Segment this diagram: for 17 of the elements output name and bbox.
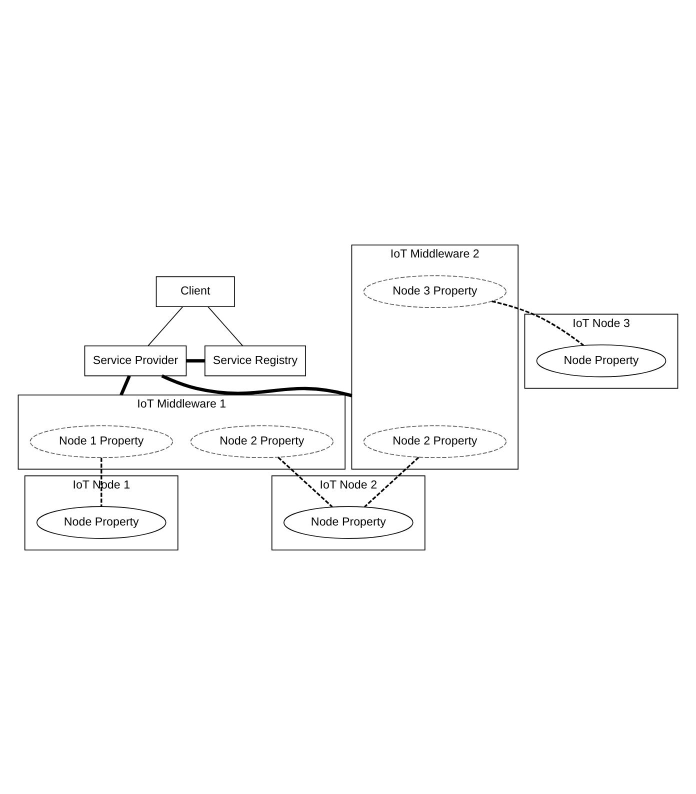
connector [186,358,205,362]
node-ellipse: Node 2 Property [190,424,334,458]
connector [208,306,243,346]
node-ellipse: Node Property [536,344,666,377]
connector [161,374,352,397]
node-ellipse: Node 3 Property [363,274,507,308]
connector [492,300,584,346]
connector [148,306,184,346]
node-ellipse: Node Property [283,506,414,538]
connector [100,457,102,506]
node-box: Service Provider [84,344,187,376]
node-box: Client [156,276,235,307]
node-ellipse: Node 2 Property [363,424,507,458]
node-ellipse: Node 1 Property [30,424,174,458]
node-ellipse: Node Property [36,506,166,538]
node-box: Service Registry [204,344,306,376]
connector [120,374,131,396]
